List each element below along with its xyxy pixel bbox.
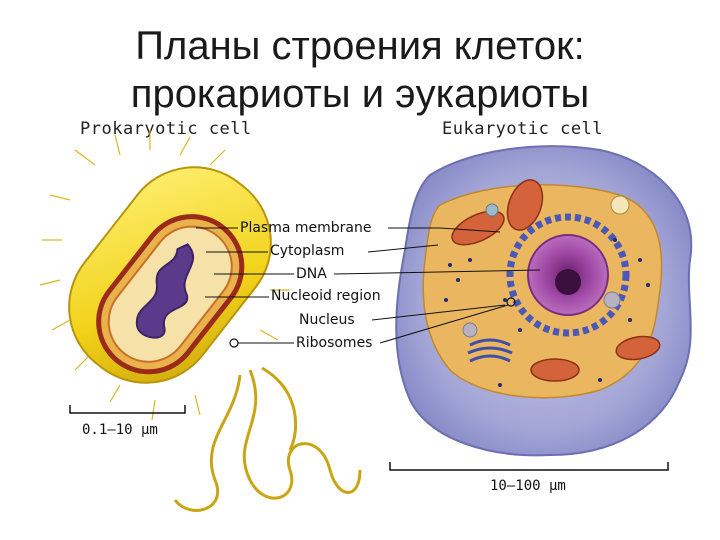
mitochondrion bbox=[530, 358, 580, 382]
label-dna: DNA bbox=[296, 266, 327, 282]
eukaryote-ribosomes bbox=[444, 238, 650, 387]
label-ribosomes: Ribosomes bbox=[296, 335, 372, 351]
flagella bbox=[173, 366, 362, 512]
vesicle bbox=[610, 195, 630, 215]
golgi-apparatus bbox=[467, 338, 513, 363]
vesicle bbox=[462, 322, 478, 338]
vesicle bbox=[603, 291, 621, 309]
vesicle bbox=[485, 203, 499, 217]
prokaryotic-cell: 0.1–10 μm bbox=[39, 130, 362, 512]
label-cytoplasm: Cytoplasm bbox=[270, 243, 344, 259]
page-title: Планы строения клеток: прокариоты и эука… bbox=[0, 22, 720, 118]
eukaryotic-cell-heading: Eukaryotic cell bbox=[442, 119, 604, 139]
eukaryote-ribosome-marker bbox=[506, 297, 516, 307]
eukaryote-scale-bar: 10–100 μm bbox=[389, 462, 669, 494]
endoplasmic-reticulum bbox=[506, 213, 630, 337]
eukaryote-scale-label: 10–100 μm bbox=[490, 478, 566, 494]
mitochondrion bbox=[615, 335, 661, 361]
title-line-2: прокариоты и эукариоты bbox=[130, 72, 590, 116]
label-nucleus: Nucleus bbox=[299, 312, 355, 328]
label-plasma-membrane: Plasma membrane bbox=[240, 220, 371, 236]
nucleolus bbox=[555, 269, 581, 295]
mitochondrion bbox=[506, 179, 544, 231]
nucleoid bbox=[135, 243, 195, 339]
leader-lines bbox=[196, 227, 541, 344]
label-nucleoid-region: Nucleoid region bbox=[271, 288, 381, 304]
labels: Plasma membrane Cytoplasm DNA Nucleoid r… bbox=[240, 220, 381, 351]
mitochondrion bbox=[451, 210, 505, 246]
prokaryote-scale-bar: 0.1–10 μm bbox=[69, 405, 186, 438]
ribosome-marker bbox=[229, 338, 239, 348]
pili bbox=[39, 130, 290, 421]
title-line-1: Планы строения клеток: bbox=[135, 24, 585, 68]
prokaryotic-cell-heading: Prokaryotic cell bbox=[80, 119, 252, 139]
eukaryotic-cell: 10–100 μm bbox=[389, 145, 693, 494]
prokaryote-scale-label: 0.1–10 μm bbox=[82, 422, 158, 438]
